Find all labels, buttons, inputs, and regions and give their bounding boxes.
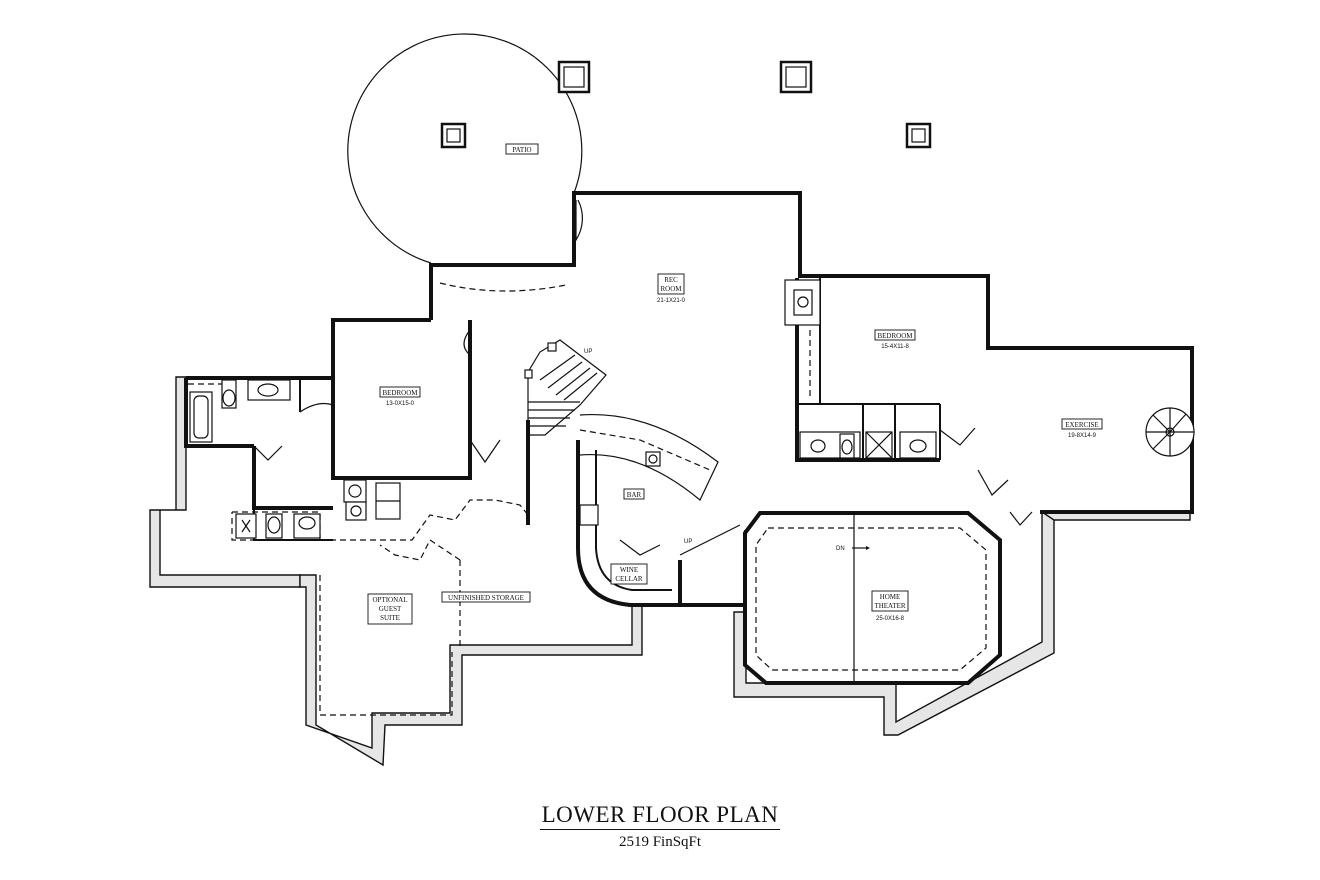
bedroom-right-dims: 15-4X11-8: [881, 344, 909, 350]
foundation-walls: [149, 376, 1191, 767]
fireplace: [784, 279, 821, 326]
spiral-stair: [1145, 407, 1195, 457]
exercise-dims: 19-8X14-9: [1068, 433, 1097, 439]
bedroom-left-label: BEDROOM: [382, 389, 418, 397]
title-block: LOWER FLOOR PLAN 2519 FinSqFt: [0, 802, 1320, 851]
plan-title: LOWER FLOOR PLAN: [539, 802, 781, 830]
stair-main: UP: [524, 339, 607, 436]
wine-cellar-label-1: WINE: [620, 566, 638, 574]
guest-suite-label-3: SUITE: [380, 614, 400, 622]
patio-label: PATIO: [512, 146, 531, 154]
storage-label: UNFINISHED STORAGE: [448, 594, 524, 602]
interior-dashed-lines: [188, 282, 987, 716]
wine-stair-up-label: UP: [684, 539, 692, 545]
bedroom-right-label: BEDROOM: [877, 332, 913, 340]
exterior-walls: [184, 191, 1194, 685]
guest-suite-label-2: GUEST: [379, 605, 402, 613]
bar-counter: [579, 413, 719, 526]
theater-dn-label: DN: [836, 546, 845, 552]
rec-room-label-1: REC: [664, 276, 678, 284]
room-labels: REC ROOM 21-1X21-0 BEDROOM 13-0X15-0 BED…: [367, 273, 1103, 625]
rec-room-label-2: ROOM: [660, 285, 682, 293]
home-theater-label-1: HOME: [880, 593, 901, 601]
wine-cellar-label-2: CELLAR: [615, 575, 643, 583]
door-swings: [253, 199, 1033, 556]
plan-subtitle: 2519 FinSqFt: [618, 834, 702, 850]
home-theater-dims: 25-0X16-8: [876, 616, 905, 622]
rec-room-dims: 21-1X21-0: [657, 298, 686, 304]
patio-area: PATIO: [347, 33, 932, 264]
home-theater-label-2: THEATER: [874, 602, 905, 610]
bath-fixtures: [189, 379, 937, 539]
stair-up-label: UP: [584, 349, 592, 355]
bar-label: BAR: [627, 491, 642, 499]
guest-suite-label-1: OPTIONAL: [373, 596, 408, 604]
bedroom-left-dims: 13-0X15-0: [386, 401, 415, 407]
exercise-label: EXERCISE: [1065, 421, 1098, 429]
